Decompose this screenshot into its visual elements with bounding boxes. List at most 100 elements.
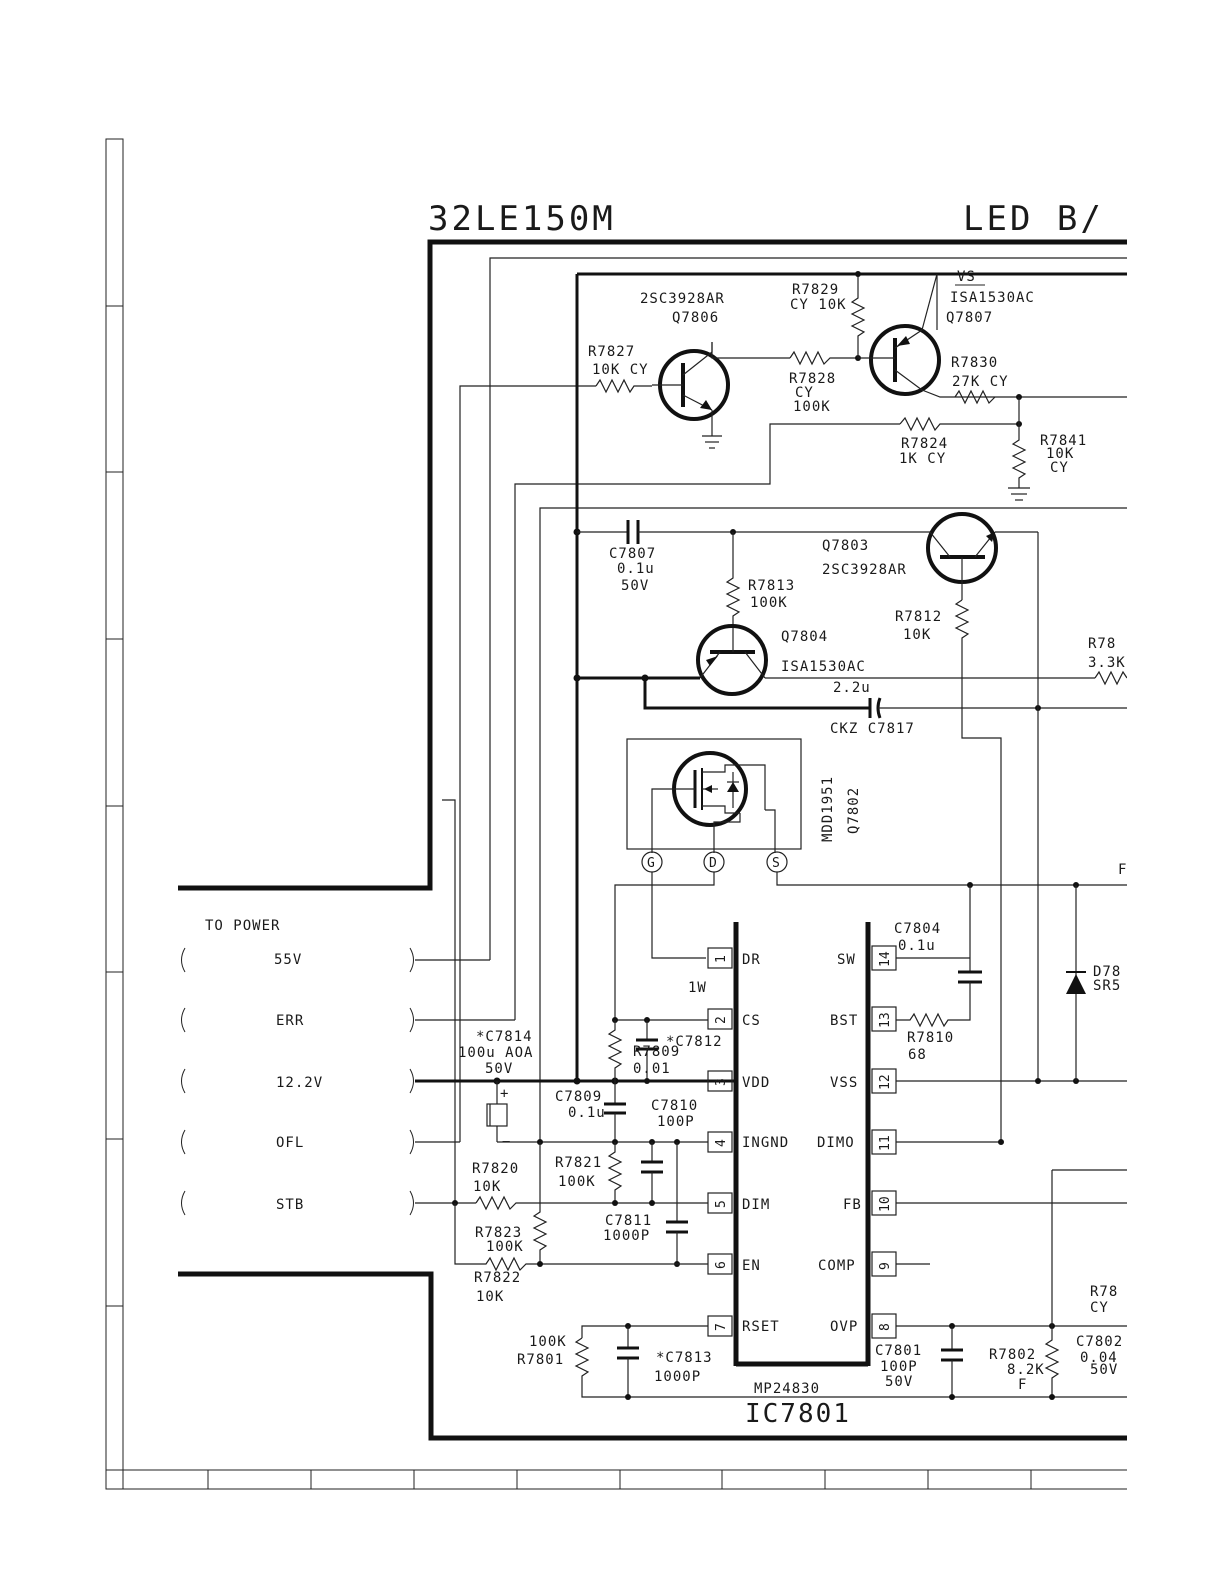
svg-text:50V: 50V bbox=[485, 1061, 513, 1077]
svg-text:3: 3 bbox=[714, 1078, 729, 1086]
svg-text:100K: 100K bbox=[486, 1239, 524, 1255]
svg-text:8.2K: 8.2K bbox=[1007, 1362, 1045, 1378]
svg-text:14: 14 bbox=[878, 951, 893, 967]
svg-text:R7830: R7830 bbox=[951, 355, 998, 371]
svg-text:100K: 100K bbox=[750, 595, 788, 611]
drawing-border bbox=[105, 138, 1127, 1490]
svg-text:R7809: R7809 bbox=[633, 1044, 680, 1060]
svg-text:1K CY: 1K CY bbox=[899, 451, 946, 467]
svg-text:100P: 100P bbox=[657, 1114, 695, 1130]
svg-text:R78: R78 bbox=[1088, 636, 1116, 652]
svg-text:R7824: R7824 bbox=[901, 436, 948, 452]
svg-text:0.04: 0.04 bbox=[1080, 1350, 1118, 1366]
svg-text:C7809: C7809 bbox=[555, 1089, 602, 1105]
svg-text:CY: CY bbox=[1050, 460, 1069, 476]
svg-text:27K CY: 27K CY bbox=[952, 374, 1009, 390]
svg-text:ISA1530AC: ISA1530AC bbox=[950, 290, 1035, 306]
svg-text:R7821: R7821 bbox=[555, 1155, 602, 1171]
svg-text:R7812: R7812 bbox=[895, 609, 942, 625]
connector-pin-ofl: OFL bbox=[181, 1129, 460, 1155]
svg-text:2SC3928AR: 2SC3928AR bbox=[640, 291, 725, 307]
svg-text:DR: DR bbox=[742, 952, 761, 968]
rset-network: 100K R7801 *C7813 1000P C7801 100P 50V R… bbox=[517, 1169, 1127, 1400]
svg-text:2: 2 bbox=[714, 1016, 729, 1024]
model-title: 32LE150M bbox=[428, 199, 616, 239]
svg-text:100u AOA: 100u AOA bbox=[458, 1045, 533, 1061]
svg-text:CS: CS bbox=[742, 1013, 761, 1029]
svg-text:R7829: R7829 bbox=[792, 282, 839, 298]
svg-text:0.1u: 0.1u bbox=[898, 938, 936, 954]
connector-pin-55v: 55V bbox=[181, 947, 490, 973]
transistor-q7807: VS ISA1530AC Q7807 bbox=[858, 269, 1127, 398]
svg-text:1W: 1W bbox=[688, 980, 707, 996]
section-title: LED B/ bbox=[963, 199, 1104, 239]
svg-text:50V: 50V bbox=[621, 578, 649, 594]
svg-text:R7802: R7802 bbox=[989, 1347, 1036, 1363]
resistor-r78-3k3: R78 3.3K bbox=[1088, 636, 1128, 686]
svg-text:VDD: VDD bbox=[742, 1075, 770, 1091]
svg-text:9: 9 bbox=[878, 1262, 893, 1270]
svg-text:OFL: OFL bbox=[276, 1135, 304, 1151]
svg-text:100K: 100K bbox=[529, 1334, 567, 1350]
svg-text:VSS: VSS bbox=[830, 1075, 858, 1091]
svg-text:STB: STB bbox=[276, 1197, 304, 1213]
resistor-r7813: R7813 100K bbox=[725, 532, 794, 628]
svg-text:100K: 100K bbox=[793, 399, 831, 415]
svg-text:MP24830: MP24830 bbox=[754, 1381, 820, 1397]
resistor-r7830: R7830 27K CY bbox=[951, 355, 1022, 405]
svg-text:VS: VS bbox=[957, 269, 976, 285]
svg-text:10K: 10K bbox=[903, 627, 931, 643]
resistor-r7829: R7829 CY 10K bbox=[790, 271, 866, 358]
svg-text:CY: CY bbox=[1090, 1300, 1109, 1316]
svg-text:F: F bbox=[1018, 1377, 1027, 1393]
svg-text:Q7804: Q7804 bbox=[781, 629, 828, 645]
svg-text:100K: 100K bbox=[558, 1174, 596, 1190]
connector-pin-err: ERR bbox=[181, 1007, 515, 1033]
svg-text:R7827: R7827 bbox=[588, 344, 635, 360]
svg-text:FB: FB bbox=[843, 1197, 862, 1213]
svg-text:1000P: 1000P bbox=[654, 1369, 701, 1385]
svg-text:7: 7 bbox=[714, 1323, 729, 1331]
svg-text:R78: R78 bbox=[1090, 1284, 1118, 1300]
svg-text:D78: D78 bbox=[1093, 964, 1121, 980]
crop-mask bbox=[1127, 230, 1220, 1490]
svg-text:BST: BST bbox=[830, 1013, 858, 1029]
svg-text:0.1u: 0.1u bbox=[568, 1105, 606, 1121]
capacitor-c7817: 2.2u CKZ C7817 bbox=[830, 532, 1127, 1081]
svg-text:4: 4 bbox=[714, 1139, 729, 1147]
svg-text:ERR: ERR bbox=[276, 1013, 304, 1029]
capacitor-c7807: C7807 0.1u 50V bbox=[577, 520, 930, 594]
svg-text:100P: 100P bbox=[880, 1359, 918, 1375]
resistor-r7827: R7827 10K CY bbox=[588, 344, 652, 394]
resistor-r7841: R7841 10K CY bbox=[1008, 397, 1086, 501]
svg-text:EN: EN bbox=[742, 1258, 761, 1274]
mosfet-q7802: G D S MDD1951 Q7802 bbox=[626, 738, 862, 873]
svg-text:10: 10 bbox=[878, 1196, 893, 1212]
svg-text:G: G bbox=[647, 856, 655, 871]
svg-text:*C7814: *C7814 bbox=[476, 1029, 533, 1045]
svg-text:1000P: 1000P bbox=[603, 1228, 650, 1244]
transistor-q7804: Q7804 ISA1530AC bbox=[696, 624, 1095, 696]
svg-text:C7802: C7802 bbox=[1076, 1334, 1123, 1350]
svg-text:6: 6 bbox=[714, 1261, 729, 1269]
svg-text:R7801: R7801 bbox=[517, 1352, 564, 1368]
svg-text:DIM: DIM bbox=[742, 1197, 770, 1213]
svg-text:10K: 10K bbox=[476, 1289, 504, 1305]
connector-title: TO POWER bbox=[205, 918, 280, 934]
svg-text:10K: 10K bbox=[1046, 446, 1074, 462]
svg-text:55V: 55V bbox=[274, 952, 302, 968]
svg-text:ISA1530AC: ISA1530AC bbox=[781, 659, 866, 675]
svg-text:*C7813: *C7813 bbox=[656, 1350, 713, 1366]
svg-text:11: 11 bbox=[878, 1135, 893, 1151]
svg-text:+: + bbox=[500, 1086, 509, 1102]
signal-wires bbox=[442, 257, 1127, 1203]
svg-text:INGND: INGND bbox=[742, 1135, 789, 1151]
svg-text:Q7807: Q7807 bbox=[946, 310, 993, 326]
svg-text:S: S bbox=[772, 856, 780, 871]
svg-text:CKZ C7817: CKZ C7817 bbox=[830, 721, 915, 737]
svg-text:8: 8 bbox=[878, 1323, 893, 1331]
svg-text:CY: CY bbox=[795, 385, 814, 401]
